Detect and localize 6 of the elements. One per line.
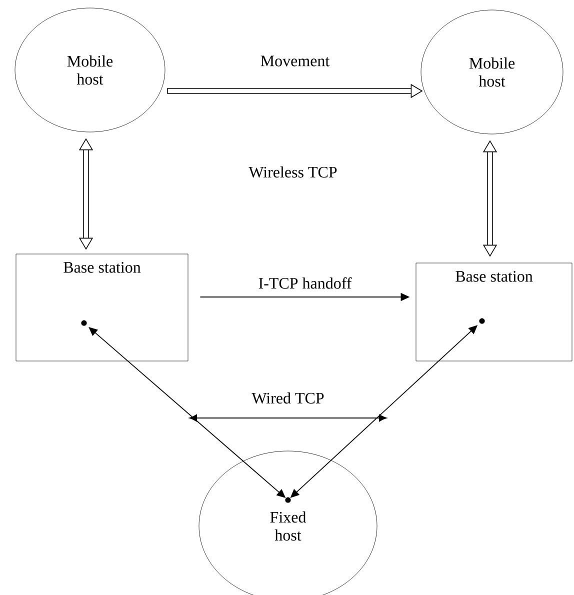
- text-label: Wireless TCP: [248, 166, 337, 178]
- station-box: Base station: [16, 254, 188, 362]
- station-box: Base station: [416, 262, 572, 362]
- edge-label: I-TCP handoff: [258, 277, 352, 289]
- text-label: Wired TCP: [252, 392, 324, 404]
- edge-label: Movement: [260, 56, 330, 66]
